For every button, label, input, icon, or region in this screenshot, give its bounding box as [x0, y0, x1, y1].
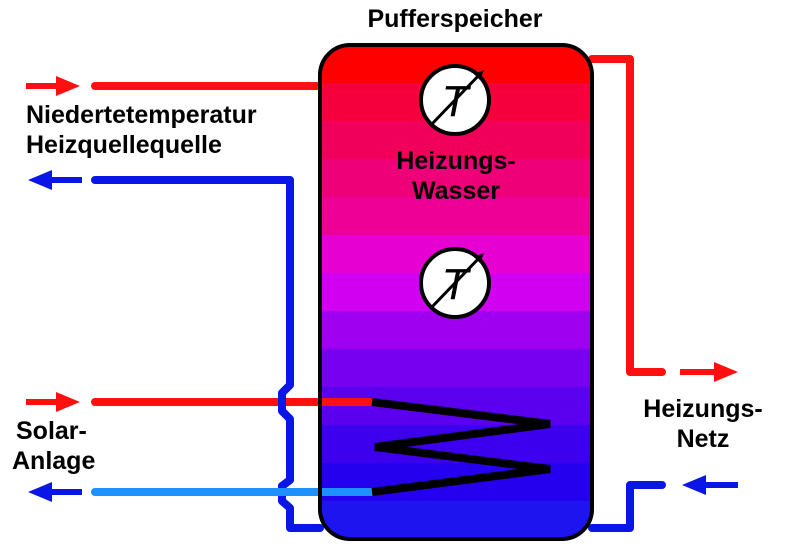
tank-temperature-layers [320, 45, 592, 539]
solar-label-line2: Anlage [12, 447, 96, 475]
tank-layer [320, 501, 592, 539]
tank-layer [320, 387, 592, 426]
diagram-title: Pufferspeicher [367, 5, 543, 33]
source-label-line1: Niedertetemperatur [26, 101, 257, 129]
network-outlet-arrow [680, 362, 738, 382]
thermometer-top-icon: T [419, 64, 491, 136]
network-return-arrow [682, 475, 738, 495]
network-label: Heizungs- Netz [628, 394, 778, 454]
source-label-line2: Heizquellequelle [26, 131, 222, 159]
tank-label: Heizungs- Wasser [370, 146, 542, 206]
cold-arrows [28, 170, 738, 502]
hot-pipes [91, 55, 666, 406]
solar-inlet-arrow [26, 392, 80, 412]
solar-heat-exchanger-coil [371, 398, 551, 496]
solar-label: Solar- Anlage [12, 416, 95, 476]
tank-label-line2: Wasser [411, 177, 500, 205]
tank-label-line1: Heizungs- [396, 147, 516, 175]
source-return-arrow [28, 170, 82, 190]
thermometer-top-symbol: T [442, 77, 472, 126]
cold-pipes [91, 176, 666, 532]
solar-label-line1: Solar- [16, 417, 87, 445]
thermometer-middle-symbol: T [442, 260, 472, 309]
tank-layer [320, 349, 592, 388]
source-return-pipe [91, 176, 324, 532]
network-label-line1: Heizungs- [643, 395, 763, 423]
tank-outline [318, 43, 594, 541]
network-return-pipe [588, 481, 666, 532]
network-supply-pipe [588, 55, 666, 376]
tank-layer [320, 197, 592, 236]
source-inlet-arrow [26, 76, 80, 96]
hot-arrows [26, 76, 738, 412]
tank-layer [320, 159, 592, 198]
thermometer-middle-icon: T [419, 247, 491, 319]
network-label-line2: Netz [676, 425, 730, 453]
source-label: Niedertetemperatur Heizquellequelle [26, 100, 257, 160]
solar-return-arrow [28, 482, 82, 502]
